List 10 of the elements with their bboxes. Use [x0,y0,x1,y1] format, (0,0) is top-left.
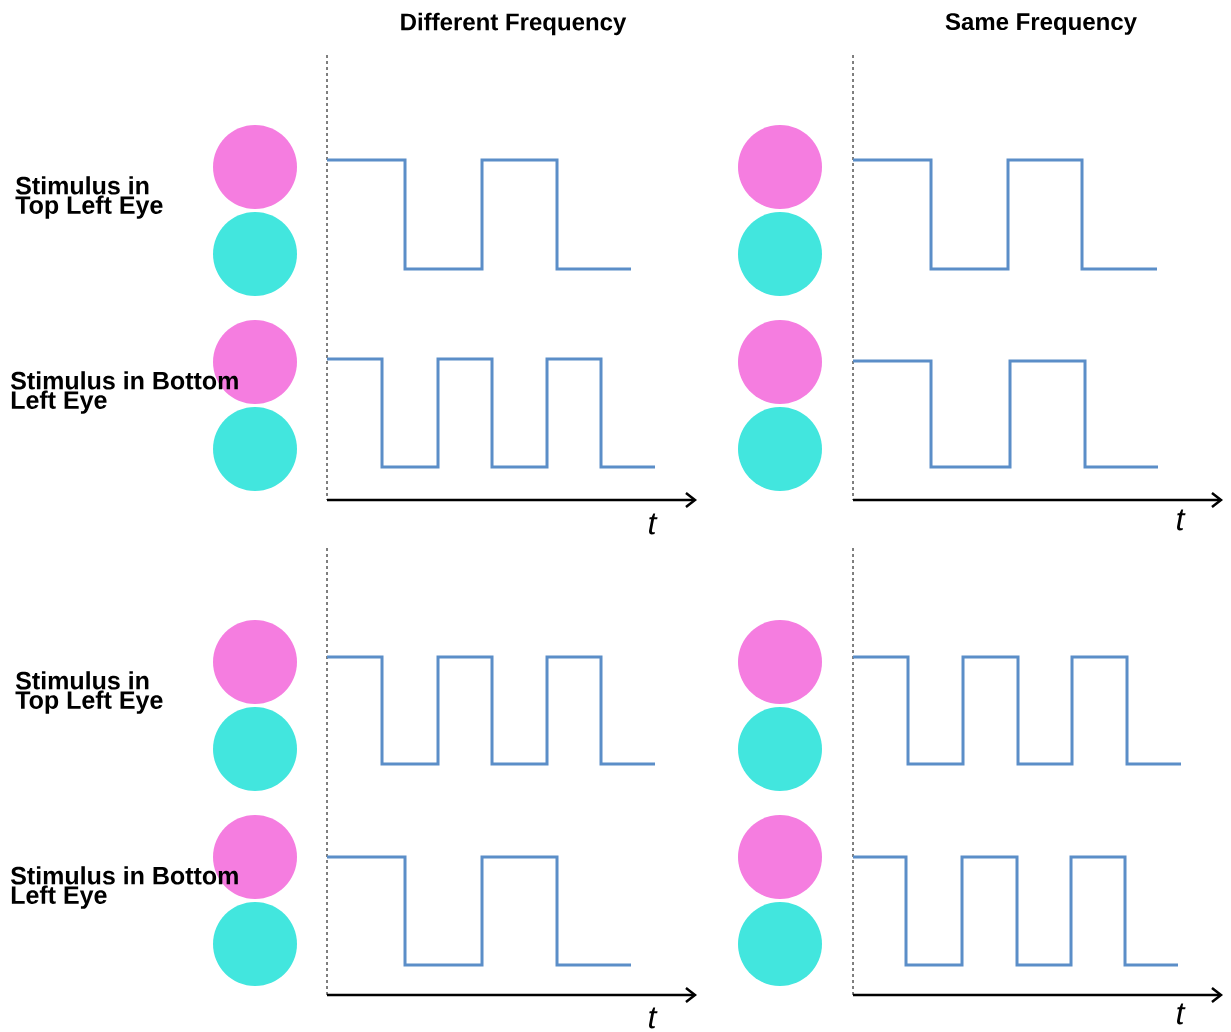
row-label: Stimulus in Top Left Eye [15,671,163,714]
axis-label: t [1177,1003,1186,1025]
row-label: Stimulus in Top Left Eye [15,176,163,219]
axis-label: t [1177,509,1186,531]
column-heading: Same Frequency [945,13,1137,35]
column-heading: Different Frequency [401,12,627,36]
axis-label: t [649,1007,658,1029]
row-label: Stimulus in Bottom Left Eye [10,371,238,414]
axis-label: t [649,513,658,535]
row-label: Stimulus in Bottom Left Eye [10,866,238,909]
